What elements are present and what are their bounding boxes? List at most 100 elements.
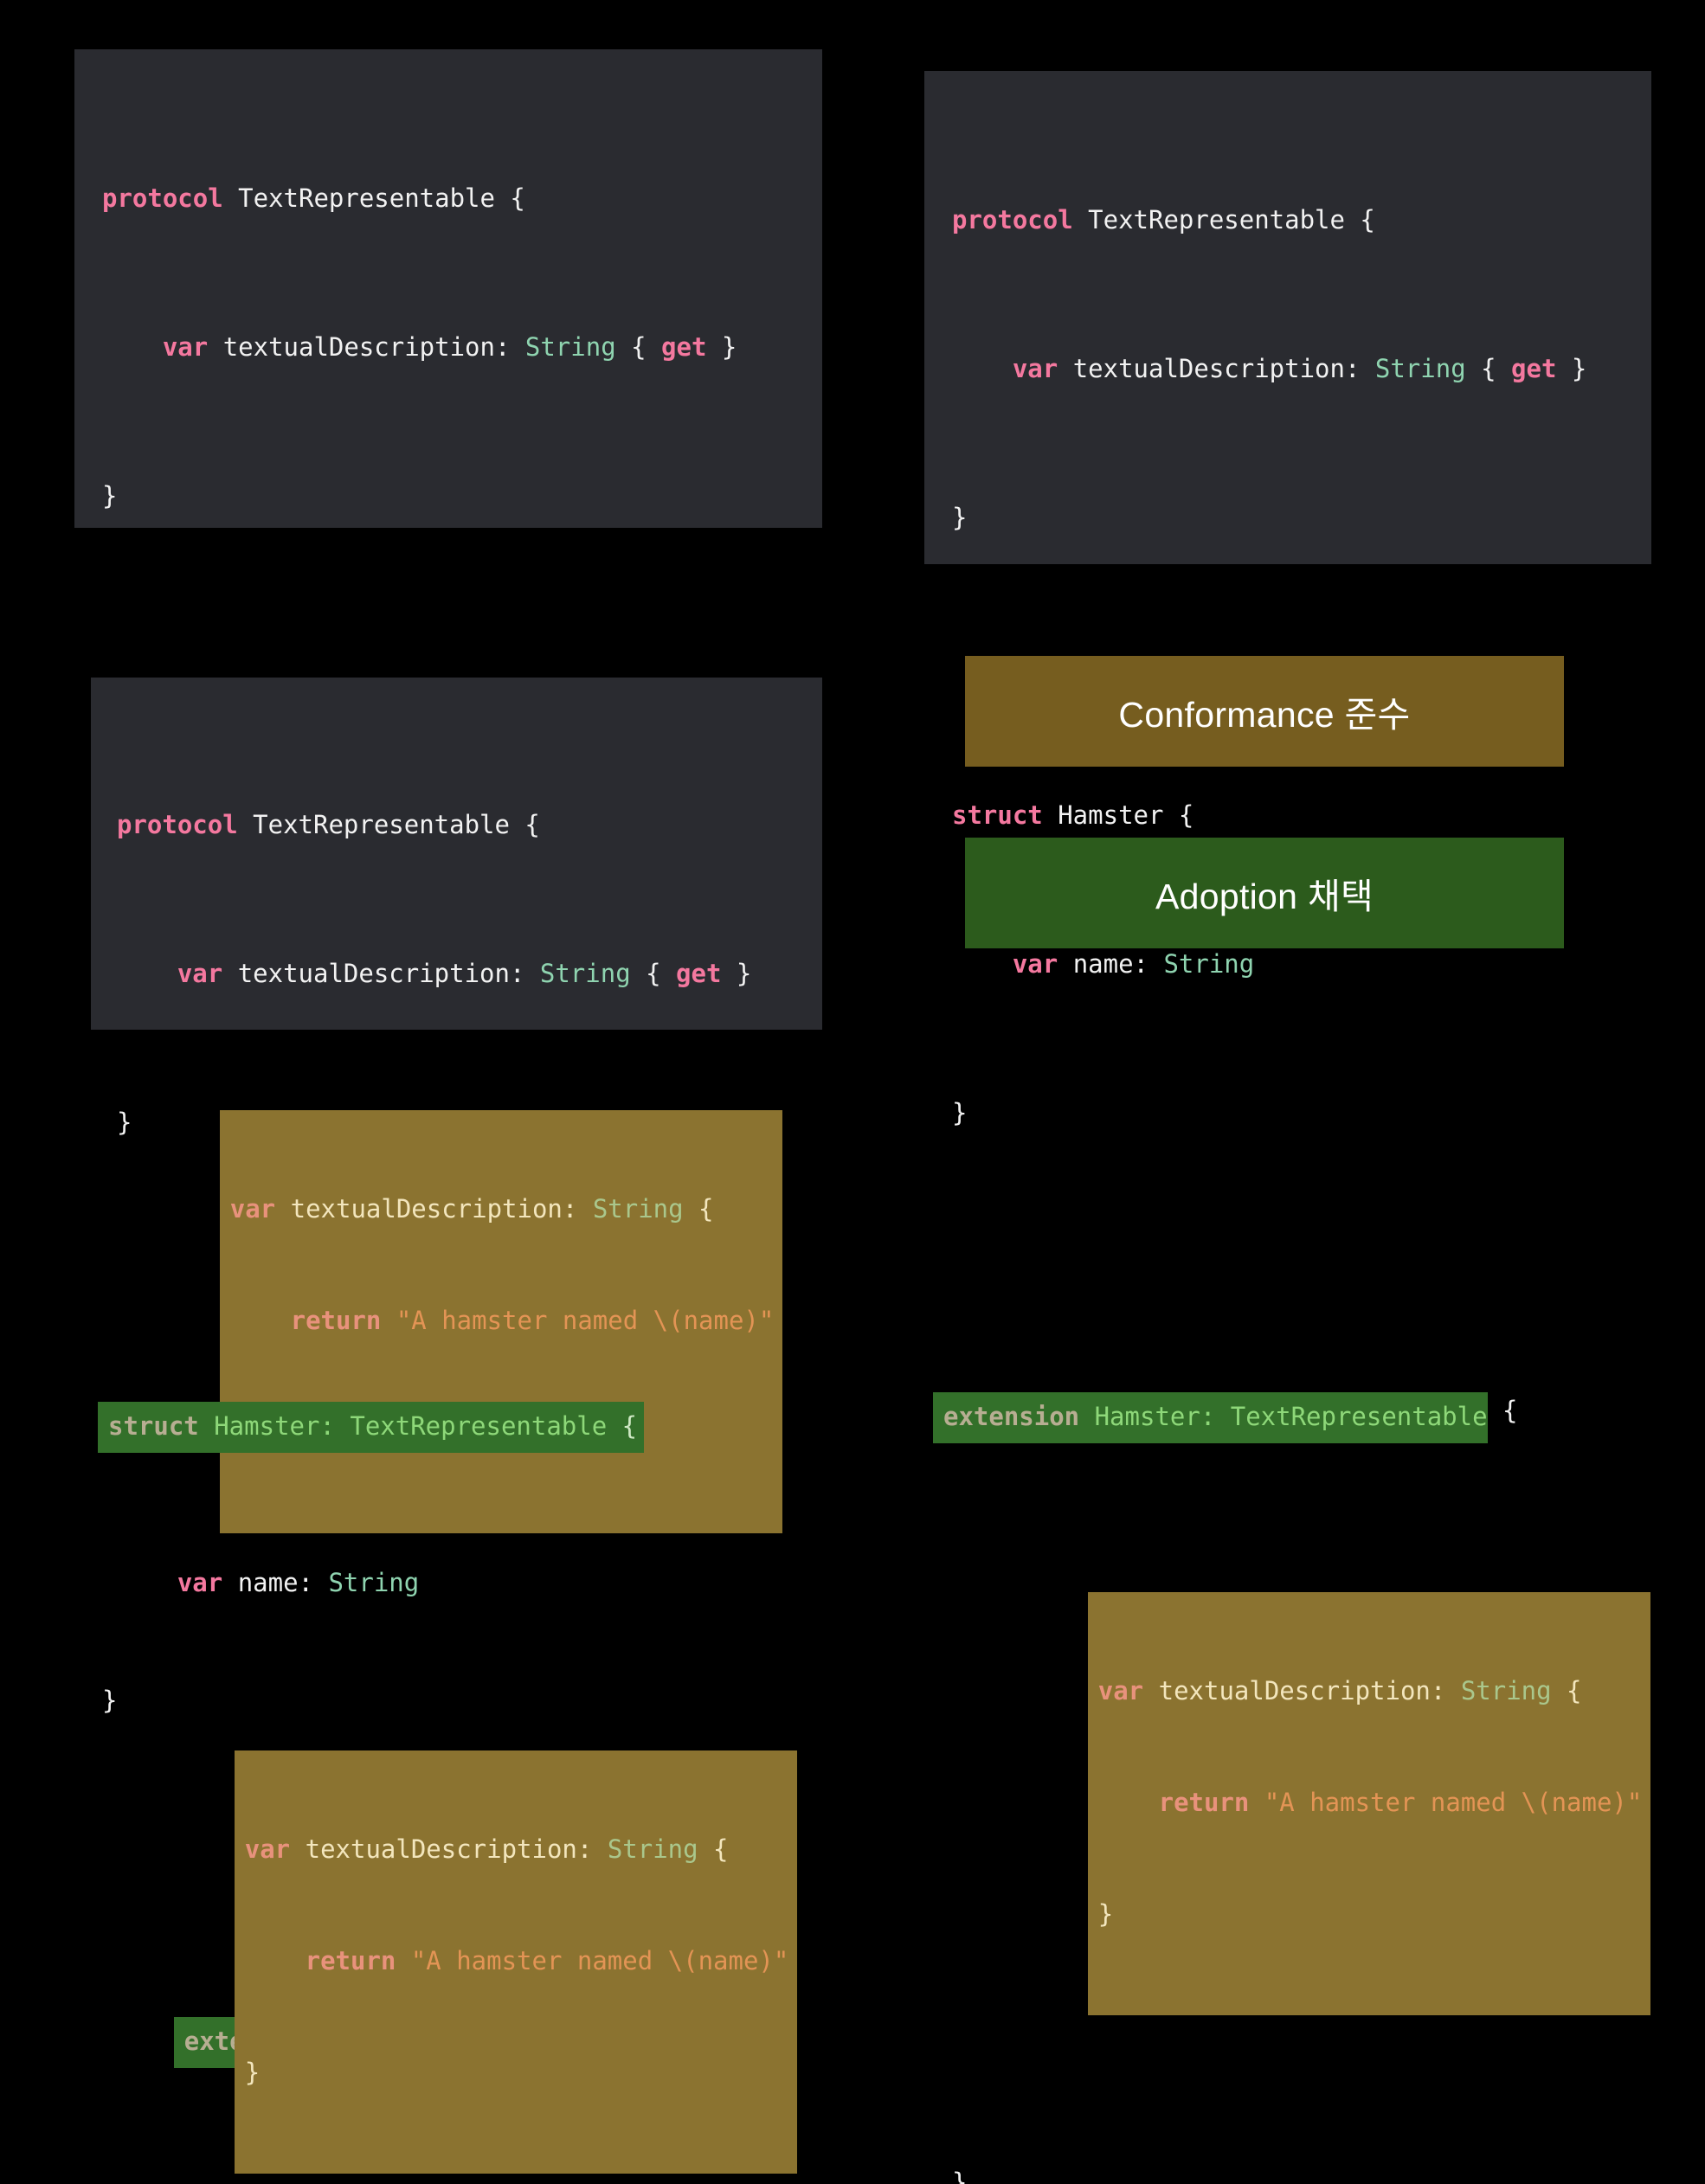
conformance-highlight-wrapper: var textualDescription: String { return … (952, 1555, 1651, 2052)
keyword-var: var (162, 332, 209, 362)
legend-adoption: Adoption 채택 (965, 838, 1564, 948)
conformance-highlight-wrapper: var textualDescription: String { return … (117, 1713, 822, 2184)
keyword-get: get (661, 332, 707, 362)
type-string: String (328, 1568, 420, 1597)
type-string: String (524, 332, 616, 362)
code-line: } (245, 2054, 789, 2091)
code-panel-bottom-left: protocol TextRepresentable { var textual… (91, 678, 822, 2174)
string-literal: "A hamster named \(name)" (1249, 1788, 1643, 1817)
brace: { (630, 959, 677, 988)
keyword-var: var (1012, 949, 1058, 979)
indent (1098, 1788, 1159, 1817)
property-name: textualDescription: (208, 332, 525, 362)
string-literal: "A hamster named \(name)" (396, 1946, 789, 1975)
keyword-get: get (676, 959, 722, 988)
brace: { (615, 332, 662, 362)
keyword-var: var (1012, 354, 1058, 383)
keyword-var: var (1097, 1676, 1144, 1705)
brace: { (1465, 354, 1512, 383)
closing-brace: } (1097, 1899, 1114, 1929)
code-line: var textualDescription: String { (1098, 1673, 1643, 1710)
code-line: } (952, 1095, 1651, 1132)
code-line: } (952, 2164, 1651, 2184)
code-block-top-right: protocol TextRepresentable { var textual… (924, 71, 1651, 2184)
brace: { (1487, 1396, 1518, 1425)
keyword-protocol: protocol (102, 183, 223, 213)
code-line: var textualDescription: String { get } (952, 350, 1651, 388)
property-name: name: (222, 1568, 329, 1597)
keyword-get: get (1511, 354, 1557, 383)
property-name: textualDescription: (1143, 1676, 1461, 1705)
legend-conformance: Conformance 준수 (965, 656, 1564, 767)
brace: } (721, 959, 752, 988)
code-line: return "A hamster named \(name)" (1098, 1784, 1643, 1821)
code-line: } (1098, 1896, 1643, 1933)
property-name: textualDescription: (1058, 354, 1375, 383)
code-line-blank (117, 1253, 822, 1290)
adoption-highlight-block: extension Hamster: TextRepresentable (933, 1392, 1488, 1443)
keyword-var: var (177, 1568, 223, 1597)
code-line: var name: String (952, 946, 1651, 983)
code-panel-top-left: protocol TextRepresentable { var textual… (74, 49, 822, 2068)
code-line: struct Hamster { (952, 797, 1651, 834)
legend-adoption-label: Adoption 채택 (1155, 877, 1374, 916)
code-line-blank (952, 1243, 1651, 1281)
code-line: return "A hamster named \(name)" (245, 1943, 789, 1980)
brace: { (1551, 1676, 1582, 1705)
keyword-var: var (177, 959, 223, 988)
legend-conformance-label: Conformance 준수 (1118, 695, 1411, 735)
closing-brace: } (952, 503, 968, 532)
adoption-highlight-block: struct Hamster: TextRepresentable { (98, 1402, 645, 1453)
struct-name: Hamster { (1042, 800, 1194, 830)
keyword-return: return (305, 1946, 396, 1975)
keyword-protocol: protocol (117, 810, 238, 839)
protocol-name: TextRepresentable { (222, 183, 525, 213)
protocol-name: TextRepresentable { (1072, 205, 1375, 234)
property-name: name: (1058, 949, 1164, 979)
code-line: } (952, 499, 1651, 536)
code-line-blank (102, 626, 822, 664)
type-string: String (1163, 949, 1255, 979)
extension-target-and-protocol: Hamster: TextRepresentable (1079, 1402, 1488, 1431)
adoption-highlight-wrapper: extension Hamster: TextRepresentable { (933, 1392, 1651, 1443)
type-string: String (1374, 354, 1466, 383)
indent (117, 1568, 177, 1597)
code-line: } (117, 1104, 822, 1141)
indent (952, 949, 1013, 979)
code-line: protocol TextRepresentable { (117, 806, 822, 844)
conformance-highlight-block: var textualDescription: String { return … (234, 1750, 798, 2174)
closing-brace: } (952, 2168, 968, 2184)
closing-brace: } (102, 481, 118, 511)
keyword-struct: struct (952, 800, 1043, 830)
struct-name-and-protocol: Hamster: TextRepresentable (198, 1411, 608, 1441)
conformance-highlight-block: var textualDescription: String { return … (1087, 1592, 1651, 2015)
code-block-bottom-left: protocol TextRepresentable { var textual… (91, 678, 822, 2184)
indent (245, 1946, 306, 1975)
code-line: protocol TextRepresentable { (952, 202, 1651, 239)
indent (117, 959, 177, 988)
code-line: var textualDescription: String { (245, 1831, 789, 1868)
type-string: String (1460, 1676, 1552, 1705)
indent (102, 332, 163, 362)
code-line: } (102, 478, 822, 515)
brace: } (706, 332, 737, 362)
type-string: String (607, 1834, 698, 1864)
closing-brace: } (244, 2058, 261, 2087)
adoption-highlight-wrapper: struct Hamster: TextRepresentable { (98, 1402, 822, 1453)
code-panel-top-right: protocol TextRepresentable { var textual… (924, 71, 1651, 2184)
code-line: protocol TextRepresentable { (102, 180, 822, 217)
property-name: textualDescription: (290, 1834, 608, 1864)
code-line: var textualDescription: String { get } (117, 955, 822, 992)
brace: } (1556, 354, 1587, 383)
closing-brace: } (952, 1098, 968, 1127)
brace: { (607, 1411, 638, 1441)
keyword-struct: struct (108, 1411, 199, 1441)
indent (952, 354, 1013, 383)
code-line: var textualDescription: String { get } (102, 329, 822, 366)
keyword-extension: extension (943, 1402, 1080, 1431)
brace: { (698, 1834, 729, 1864)
code-line: var name: String (117, 1564, 822, 1602)
keyword-protocol: protocol (952, 205, 1073, 234)
closing-brace: } (117, 1108, 132, 1137)
keyword-return: return (1158, 1788, 1250, 1817)
